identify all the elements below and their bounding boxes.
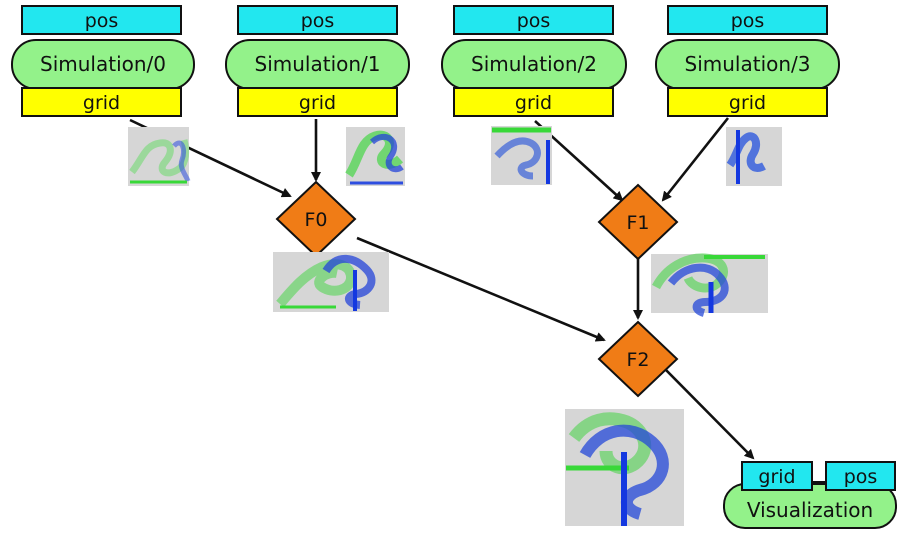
thumbnail-sim3 [726,127,782,186]
thumbnail-background [128,127,189,186]
grid-port-label: grid [299,92,336,114]
blue-smoke [172,140,191,182]
visualization-node[interactable]: grid pos Visualization [723,461,897,529]
filter-node-f2[interactable]: F2 [597,320,679,398]
edge-f0-to-f2 [356,236,606,342]
grid-port-label: grid [729,92,766,114]
thumbnail-f2 [565,409,684,526]
filter-diamond [597,183,679,261]
thumbnail-sim2 [491,126,552,185]
pos-port-box [21,5,182,35]
simulation-name: Simulation/2 [471,52,597,76]
filter-node-f1[interactable]: F1 [597,183,679,261]
thumbnail-sim0 [128,127,191,186]
edge-f2-to-visualization [664,368,755,460]
grid-port-box [237,87,398,117]
pos-port-label: pos [85,10,119,32]
blue-smoke [322,254,376,309]
pos-port-box [825,461,896,491]
grid-port-label: grid [515,92,552,114]
pos-port-label: pos [517,10,551,32]
pos-port-label: pos [844,466,878,488]
pos-port-box [453,5,614,35]
filter-label: F1 [626,212,649,234]
grid-port-label: grid [758,466,795,488]
simulation-name: Simulation/3 [685,52,811,76]
filter-node-f0[interactable]: F0 [275,180,357,258]
pos-port-label: pos [301,10,335,32]
thumbnail-sim1 [345,127,405,186]
grid-port-label: grid [83,92,120,114]
grid-port-box [741,461,813,491]
pos-port-box [237,5,398,35]
visualization-name: Visualization [747,498,873,522]
filter-label: F2 [626,349,649,371]
pos-port-box [667,5,828,35]
simulation-node-3[interactable]: pos Simulation/3 grid [655,5,840,117]
blue-smoke [579,424,669,520]
blue-smoke [667,263,729,317]
thumbnail-f1 [651,253,768,317]
grid-port-box [667,87,828,117]
simulation-name: Simulation/0 [40,52,166,76]
edge-sim3-to-f1 [661,117,730,202]
simulation-node-2[interactable]: pos Simulation/2 grid [441,5,627,117]
simulation-name: Simulation/1 [255,52,381,76]
filter-label: F0 [304,209,327,231]
thumbnail-f0 [273,252,389,312]
green-smoke [276,259,356,308]
simulation-node-0[interactable]: pos Simulation/0 grid [11,5,195,117]
blue-smoke [494,137,541,180]
grid-port-box [21,87,182,117]
green-smoke [652,253,728,293]
filter-diamond [597,320,679,398]
simulation-node-1[interactable]: pos Simulation/1 grid [225,5,410,117]
pos-port-label: pos [731,10,765,32]
grid-port-box [453,87,614,117]
blue-smoke [369,134,404,173]
